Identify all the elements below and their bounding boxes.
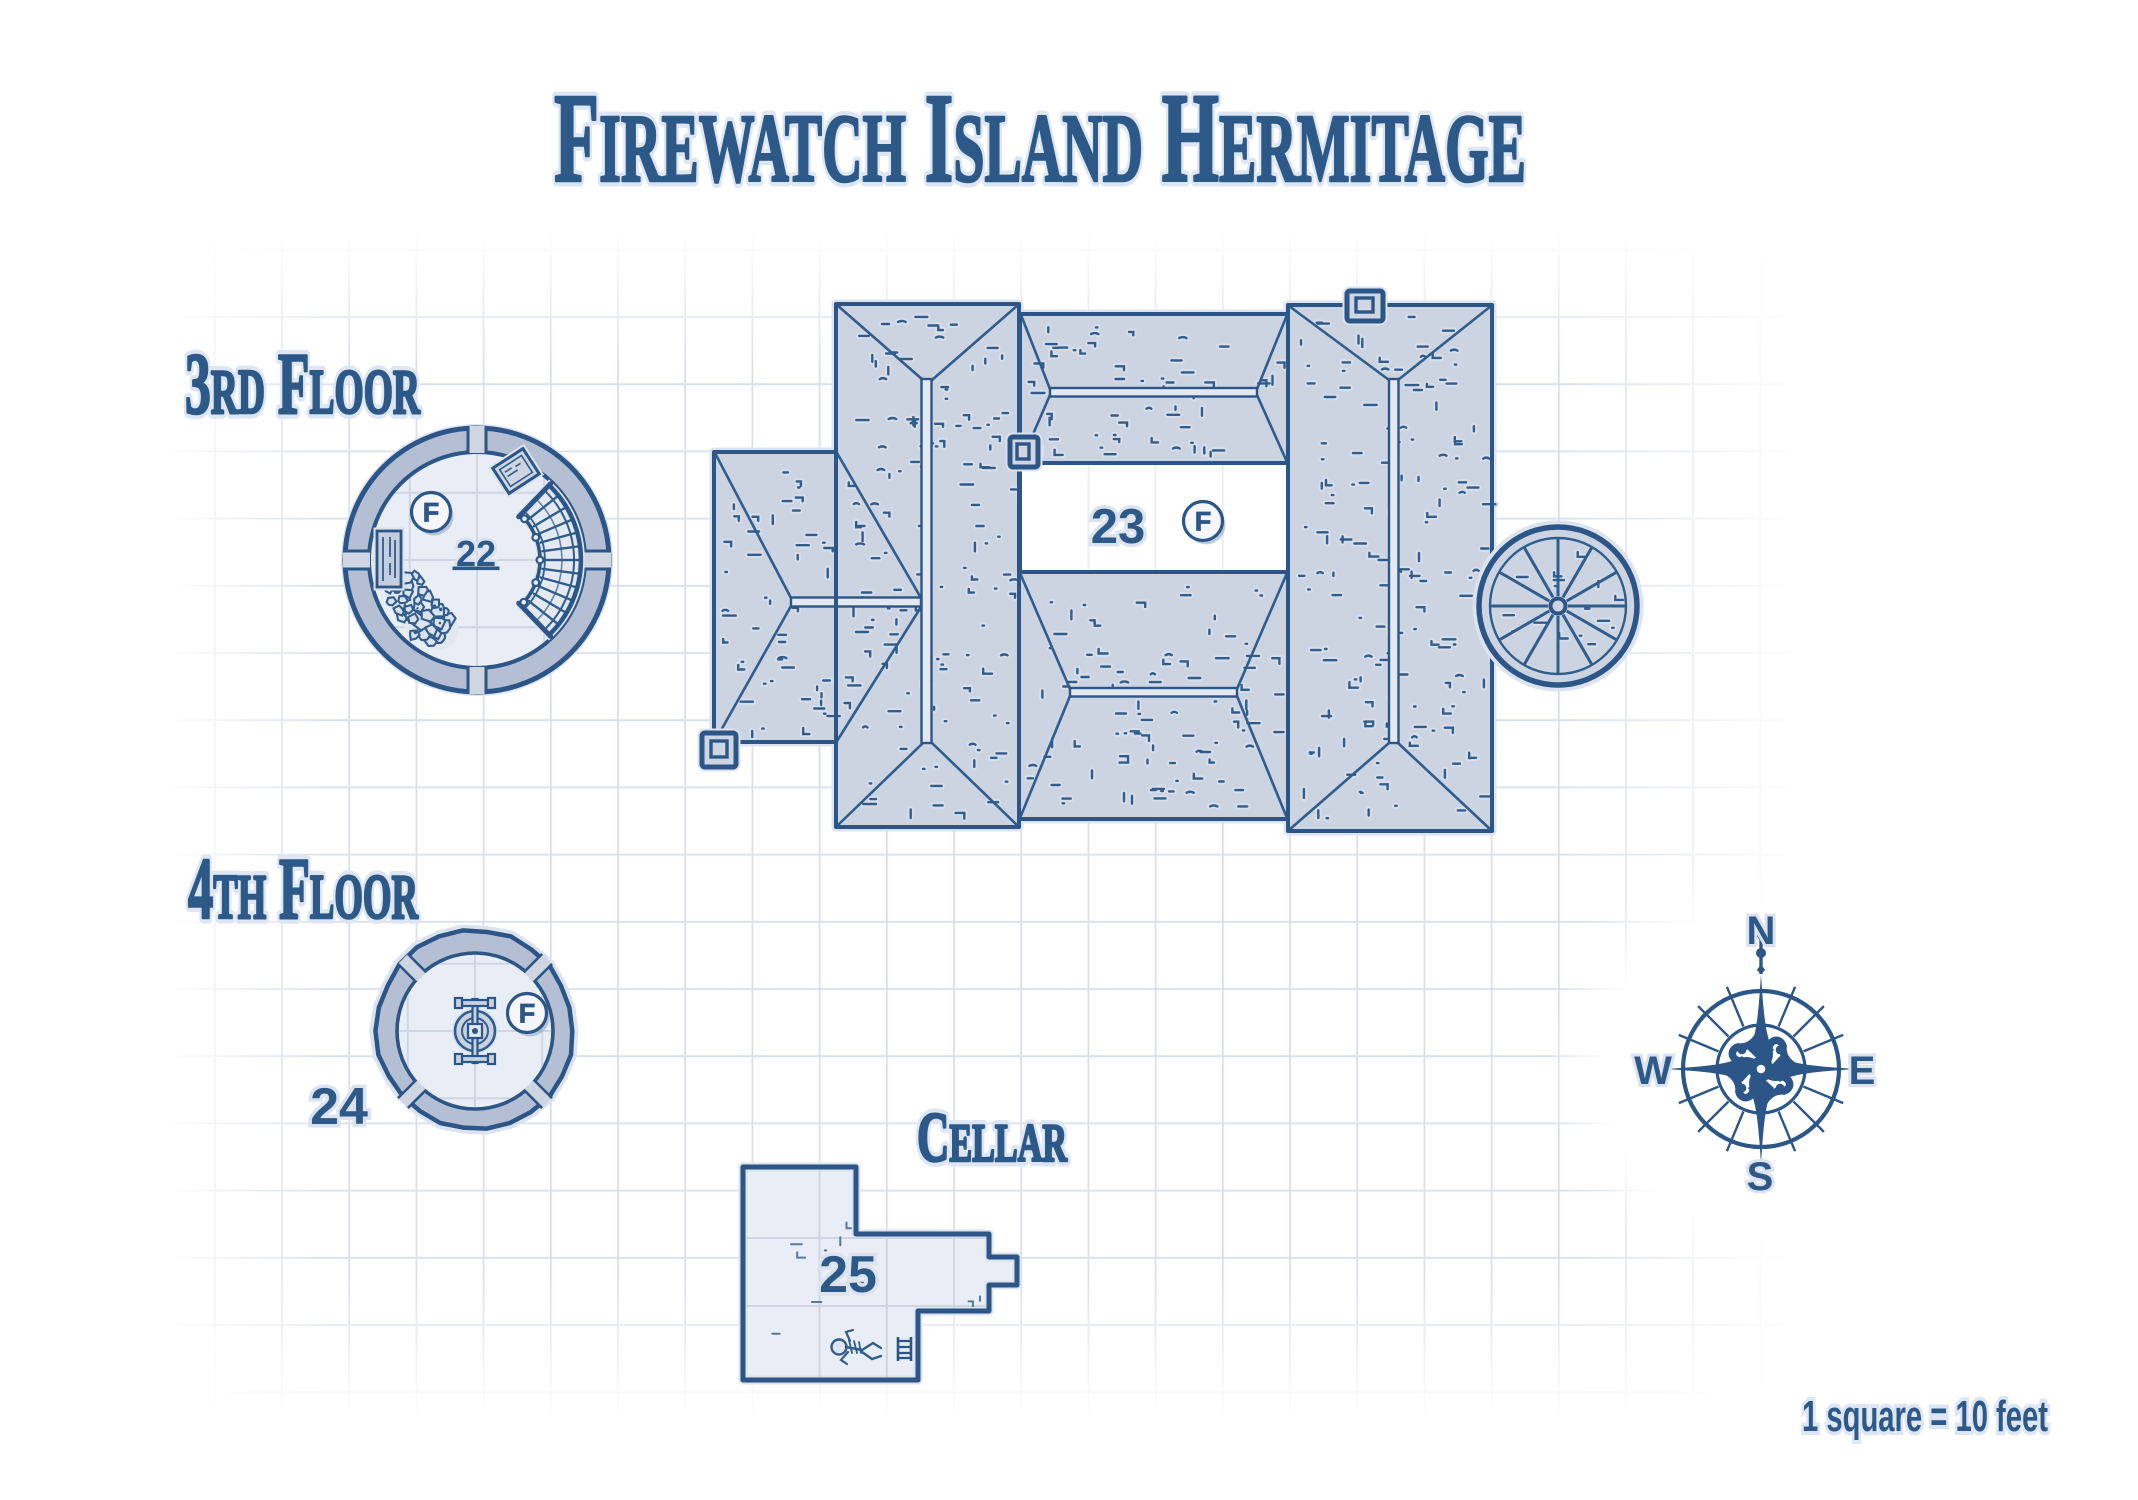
svg-text:F: F	[423, 498, 440, 528]
svg-text:W: W	[1634, 1049, 1672, 1093]
svg-text:E: E	[1849, 1049, 1876, 1093]
svg-text:CELLAR: CELLAR	[917, 1099, 1068, 1177]
svg-text:F: F	[1195, 507, 1212, 537]
svg-text:1 square = 10 feet: 1 square = 10 feet	[1802, 1392, 2048, 1441]
svg-text:4TH FLOOR: 4TH FLOOR	[188, 841, 418, 938]
svg-text:3RD FLOOR: 3RD FLOOR	[185, 336, 420, 433]
svg-text:F: F	[519, 999, 536, 1029]
svg-text:25: 25	[819, 1246, 877, 1304]
svg-text:S: S	[1747, 1155, 1774, 1199]
svg-text:N: N	[1747, 909, 1776, 953]
svg-text:FIREWATCH ISLAND HERMITAGE: FIREWATCH ISLAND HERMITAGE	[554, 67, 1526, 209]
svg-text:3RD FLOOR: 3RD FLOOR	[185, 336, 420, 433]
svg-text:24: 24	[310, 1078, 368, 1136]
svg-text:CELLAR: CELLAR	[917, 1099, 1068, 1177]
svg-text:4TH FLOOR: 4TH FLOOR	[188, 841, 418, 938]
svg-text:23: 23	[1091, 500, 1146, 554]
svg-text:FIREWATCH ISLAND HERMITAGE: FIREWATCH ISLAND HERMITAGE	[554, 67, 1526, 209]
